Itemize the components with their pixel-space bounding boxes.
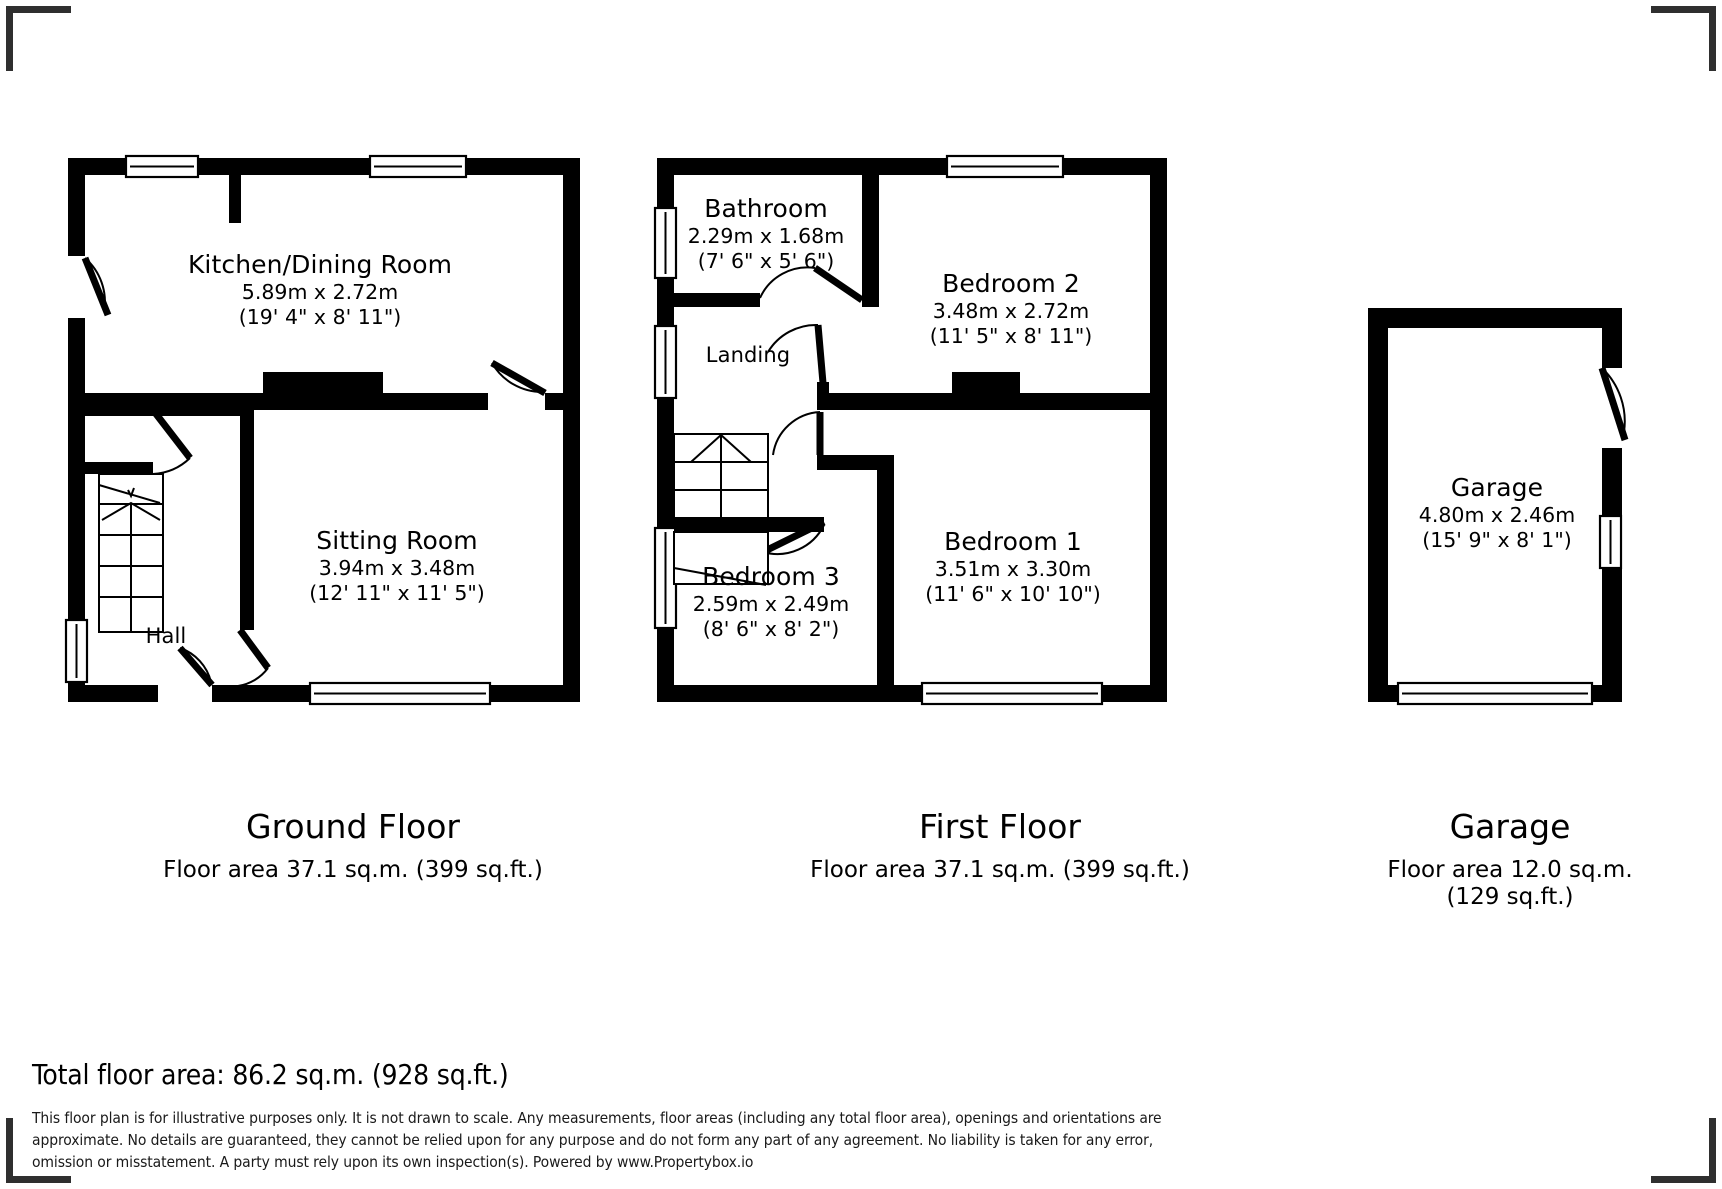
room-label-bedroom-2: Bedroom 2 3.48m x 2.72m (11' 5" x 8' 11"… bbox=[930, 271, 1093, 346]
window-kitchen-front-left bbox=[124, 154, 200, 179]
room-label-landing: Landing bbox=[706, 345, 790, 371]
room-metric: 3.51m x 3.30m bbox=[934, 557, 1092, 581]
floor-caption-garage: Garage Floor area 12.0 sq.m. (129 sq.ft.… bbox=[1387, 807, 1633, 911]
room-name: Landing bbox=[705, 343, 791, 367]
door-garage-side bbox=[1598, 366, 1629, 442]
door-bedroom3 bbox=[761, 518, 826, 556]
room-imperial: (15' 9" x 8' 1") bbox=[1422, 527, 1572, 552]
room-name: Bedroom 1 bbox=[944, 527, 1082, 556]
door-understairs-cupboard bbox=[150, 407, 193, 475]
door-bedroom1 bbox=[772, 411, 824, 456]
first-floor-geometry bbox=[653, 154, 1167, 706]
floor-area: Floor area 37.1 sq.m. (399 sq.ft.) bbox=[810, 856, 1190, 883]
room-metric: 5.89m x 2.72m bbox=[241, 280, 399, 304]
total-floor-area: Total floor area: 86.2 sq.m. (928 sq.ft.… bbox=[32, 1058, 509, 1091]
door-bathroom bbox=[759, 265, 864, 303]
window-garage-side bbox=[1598, 514, 1623, 570]
room-name: Bedroom 3 bbox=[702, 562, 840, 591]
room-name: Bathroom bbox=[704, 194, 828, 223]
room-imperial: (11' 5" x 8' 11") bbox=[929, 323, 1093, 348]
door-hall-to-sitting bbox=[237, 627, 271, 687]
room-imperial: (7' 6" x 5' 6") bbox=[697, 248, 835, 273]
crop-mark-top-left bbox=[6, 6, 71, 71]
room-metric: 3.48m x 2.72m bbox=[932, 299, 1090, 323]
door-front-entrance bbox=[177, 645, 215, 688]
staircase-ground bbox=[98, 473, 164, 633]
room-name: Kitchen/Dining Room bbox=[187, 250, 453, 279]
room-label-kitchen-dining: Kitchen/Dining Room 5.89m x 2.72m (19' 4… bbox=[188, 252, 452, 327]
window-bedroom3-side bbox=[653, 526, 678, 630]
room-metric: 4.80m x 2.46m bbox=[1418, 503, 1576, 527]
disclaimer-text: This floor plan is for illustrative purp… bbox=[32, 1109, 1162, 1171]
window-bathroom-side bbox=[653, 206, 678, 280]
room-label-hall: Hall bbox=[146, 626, 187, 652]
room-name: Garage bbox=[1450, 473, 1544, 502]
door-bedroom2 bbox=[767, 323, 827, 384]
floor-caption-ground: Ground Floor Floor area 37.1 sq.m. (399 … bbox=[163, 807, 543, 884]
room-imperial: (8' 6" x 8' 2") bbox=[702, 616, 840, 641]
floor-area: Floor area 12.0 sq.m. bbox=[1387, 856, 1633, 883]
room-imperial: (12' 11" x 11' 5") bbox=[309, 580, 485, 605]
door-kitchen-external bbox=[81, 256, 112, 317]
staircase-first-lower bbox=[673, 531, 769, 586]
room-label-bathroom: Bathroom 2.29m x 1.68m (7' 6" x 5' 6") bbox=[688, 196, 844, 271]
staircase-first bbox=[673, 433, 769, 519]
crop-mark-bottom-right bbox=[1651, 1118, 1716, 1183]
crop-mark-bottom-left bbox=[6, 1118, 71, 1183]
room-label-bedroom-3: Bedroom 3 2.59m x 2.49m (8' 6" x 8' 2") bbox=[693, 564, 849, 639]
floor-title: Ground Floor bbox=[246, 807, 460, 846]
floor-title: Garage bbox=[1449, 807, 1571, 846]
ground-floor-geometry bbox=[64, 154, 580, 706]
room-name: Bedroom 2 bbox=[942, 269, 1080, 298]
window-sitting-room-front bbox=[308, 681, 492, 706]
window-bedroom1-front bbox=[920, 681, 1104, 706]
window-landing-side bbox=[653, 324, 678, 400]
floor-title: First Floor bbox=[918, 807, 1082, 846]
window-bedroom2-rear bbox=[945, 154, 1065, 179]
room-label-bedroom-1: Bedroom 1 3.51m x 3.30m (11' 6" x 10' 10… bbox=[925, 529, 1101, 604]
room-metric: 2.29m x 1.68m bbox=[687, 224, 845, 248]
floor-area: Floor area 37.1 sq.m. (399 sq.ft.) bbox=[163, 856, 543, 883]
door-kitchen-to-sitting bbox=[490, 359, 547, 397]
room-metric: 3.94m x 3.48m bbox=[318, 556, 476, 580]
garage-geometry bbox=[1368, 308, 1629, 706]
garage-door-opening bbox=[1396, 681, 1594, 706]
room-imperial: (11' 6" x 10' 10") bbox=[925, 581, 1101, 606]
room-metric: 2.59m x 2.49m bbox=[692, 592, 850, 616]
room-label-garage: Garage 4.80m x 2.46m (15' 9" x 8' 1") bbox=[1419, 475, 1575, 550]
room-name: Hall bbox=[145, 624, 187, 648]
room-label-sitting-room: Sitting Room 3.94m x 3.48m (12' 11" x 11… bbox=[309, 528, 485, 603]
window-hall-side bbox=[64, 618, 89, 684]
crop-mark-top-right bbox=[1651, 6, 1716, 71]
room-name: Sitting Room bbox=[316, 526, 478, 555]
floor-caption-first: First Floor Floor area 37.1 sq.m. (399 s… bbox=[810, 807, 1190, 884]
window-kitchen-front-right bbox=[368, 154, 468, 179]
floor-area-secondary: (129 sq.ft.) bbox=[1446, 884, 1574, 911]
room-imperial: (19' 4" x 8' 11") bbox=[238, 304, 402, 329]
